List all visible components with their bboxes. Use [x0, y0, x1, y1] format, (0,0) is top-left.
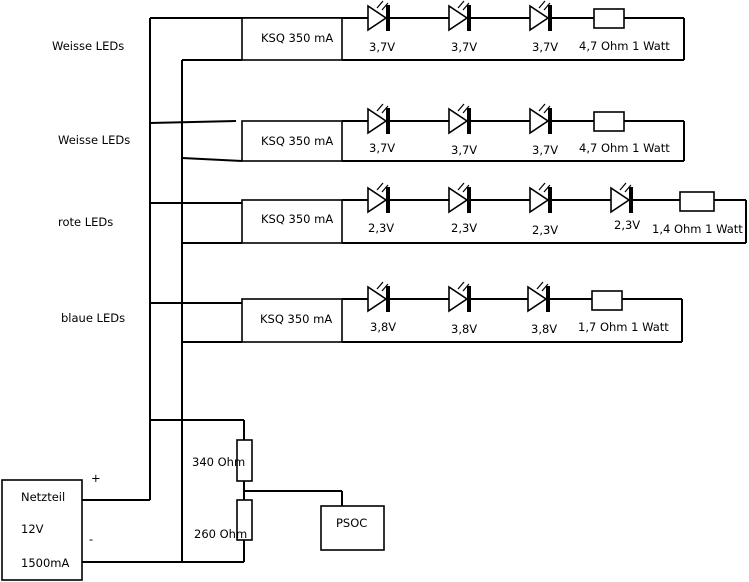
- resistor: [593, 8, 625, 29]
- resistor-r1-label: 340 Ohm: [192, 455, 245, 469]
- led-string-2: KSQ 350 mA 4,7 Ohm 1 Watt 3,7V 3,7V 3,7V…: [58, 103, 685, 162]
- ksq-driver-box: [241, 17, 343, 61]
- led-voltage-label: 2,3V: [614, 218, 640, 232]
- led-voltage-label: 2,3V: [368, 221, 394, 235]
- led-diode: [529, 182, 552, 214]
- psoc-label: PSOC: [336, 516, 367, 530]
- psoc-box: [320, 505, 385, 551]
- voltage-divider: 340 Ohm 260 Ohm: [150, 419, 343, 562]
- resistor-label: 4,7 Ohm 1 Watt: [579, 141, 670, 155]
- power-supply-voltage: 12V: [21, 522, 44, 536]
- led-voltage-label: 2,3V: [451, 221, 477, 235]
- led-voltage-label: 3,7V: [369, 40, 395, 54]
- power-supply-current: 1500mA: [21, 556, 69, 570]
- led-diode: [610, 182, 633, 214]
- led-diode: [367, 182, 390, 214]
- led-string-1: KSQ 350 mA 4,7 Ohm 1 Watt 3,7V 3,7V 3,7V…: [52, 0, 685, 61]
- minus-terminal-label: -: [89, 532, 93, 546]
- led-diode: [367, 0, 390, 32]
- ksq-driver-box: [241, 199, 343, 244]
- resistor: [679, 191, 715, 212]
- led-diode: [367, 103, 390, 135]
- ksq-driver-box: [241, 120, 343, 162]
- led-string-3: KSQ 350 mA 1,4 Ohm 1 Watt 2,3V 2,3V 2,3V…: [58, 182, 747, 244]
- led-voltage-label: 3,7V: [532, 40, 558, 54]
- psoc-controller: PSOC: [320, 505, 385, 551]
- led-string-label: blaue LEDs: [61, 311, 125, 325]
- led-diode: [367, 281, 390, 313]
- plus-terminal-label: +: [91, 471, 101, 485]
- ksq-driver-label: KSQ 350 mA: [260, 312, 332, 326]
- led-diode: [527, 281, 550, 313]
- led-voltage-label: 3,7V: [451, 143, 477, 157]
- led-diode: [448, 103, 471, 135]
- led-diode: [448, 0, 471, 32]
- ksq-driver-label: KSQ 350 mA: [261, 134, 333, 148]
- led-voltage-label: 3,8V: [370, 320, 396, 334]
- led-diode: [448, 182, 471, 214]
- resistor-label: 4,7 Ohm 1 Watt: [579, 39, 670, 53]
- power-supply: Netzteil 12V 1500mA + -: [1, 471, 101, 581]
- led-diode: [448, 281, 471, 313]
- led-voltage-label: 3,7V: [451, 40, 477, 54]
- ksq-driver-box: [241, 298, 343, 343]
- resistor: [591, 290, 623, 311]
- led-string-label: Weisse LEDs: [52, 39, 124, 53]
- led-string-label: rote LEDs: [58, 215, 113, 229]
- led-voltage-label: 3,8V: [531, 322, 557, 336]
- led-string-label: Weisse LEDs: [58, 133, 130, 147]
- resistor: [593, 111, 625, 132]
- resistor-label: 1,4 Ohm 1 Watt: [652, 222, 743, 236]
- led-diode: [529, 103, 552, 135]
- ksq-driver-label: KSQ 350 mA: [261, 31, 333, 45]
- led-diode: [529, 0, 552, 32]
- ksq-driver-label: KSQ 350 mA: [261, 212, 333, 226]
- led-string-4: KSQ 350 mA 1,7 Ohm 1 Watt 3,8V 3,8V 3,8V…: [61, 281, 683, 343]
- led-voltage-label: 3,7V: [369, 141, 395, 155]
- led-voltage-label: 2,3V: [532, 223, 558, 237]
- led-voltage-label: 3,7V: [532, 143, 558, 157]
- power-supply-name: Netzteil: [21, 490, 65, 504]
- power-supply-box: [1, 479, 83, 581]
- led-voltage-label: 3,8V: [451, 322, 477, 336]
- resistor-label: 1,7 Ohm 1 Watt: [578, 320, 669, 334]
- resistor-r2-label: 260 Ohm: [194, 527, 247, 541]
